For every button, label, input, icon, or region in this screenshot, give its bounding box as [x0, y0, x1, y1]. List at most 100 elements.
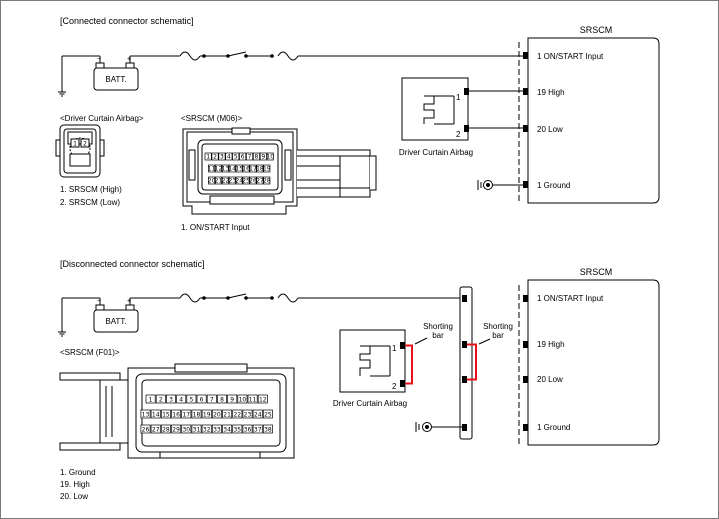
f01-cavity	[186, 394, 197, 404]
f01-pin-number: 10	[239, 396, 247, 403]
f01-pin-number: 4	[179, 396, 183, 403]
f01-cavity	[222, 424, 233, 434]
f01-pin-number: 16	[172, 411, 180, 418]
m06-pin-number: 12	[215, 165, 223, 172]
airbag-pin-1: 1	[456, 93, 461, 102]
f01-cavity	[176, 394, 187, 404]
f01-pin-number: 5	[189, 396, 193, 403]
f01-pin-number: 24	[254, 411, 262, 418]
srscm-pin-ground: 1 Ground	[537, 423, 570, 432]
shorting-bar-label-right-1: Shorting	[483, 322, 513, 331]
m06-cavity	[204, 152, 212, 161]
m06-cavity	[208, 164, 216, 173]
f01-pin-number: 19	[203, 411, 211, 418]
f01-pin-number: 14	[152, 411, 160, 418]
f01-cavity	[242, 424, 253, 434]
m06-cavity	[249, 176, 257, 185]
f01-cavity	[155, 394, 166, 404]
m06-cavity	[215, 176, 223, 185]
m06-pin-number: 20	[208, 177, 216, 184]
svg-text:1: 1	[73, 141, 77, 148]
f01-pin-number: 9	[230, 396, 234, 403]
f01-pin-number: 23	[244, 411, 252, 418]
f01-cavity	[145, 394, 156, 404]
m06-cavity	[208, 176, 216, 185]
m06-pin-number: 3	[220, 153, 224, 160]
shorting-bar-label-left-2: bar	[432, 331, 444, 340]
m06-cavity	[242, 176, 250, 185]
m06-pin-number: 19	[263, 165, 271, 172]
srscm-pin-20-low: 20 Low	[537, 125, 563, 134]
srscm-f01-title: <SRSCM (F01)>	[60, 348, 120, 357]
airbag-pin-1: 1	[392, 344, 397, 353]
shorting-bar-label-left-1: Shorting	[423, 322, 453, 331]
m06-cavity	[225, 152, 233, 161]
f01-cavity	[201, 409, 212, 419]
f01-pin-number: 33	[213, 426, 221, 433]
shorting-bar-harness: Shorting bar	[467, 322, 513, 381]
m06-cavity	[218, 152, 226, 161]
f01-pin-number: 28	[162, 426, 170, 433]
f01-pin-number: 1	[149, 396, 153, 403]
m06-pin-number: 9	[261, 153, 265, 160]
f01-cavity	[166, 394, 176, 404]
srscm-m06-pin-1: 1. ON/START Input	[181, 223, 250, 232]
f01-pin-number: 7	[210, 396, 214, 403]
f01-pin-number: 31	[193, 426, 201, 433]
f01-cavity	[232, 424, 243, 434]
ground-symbol-disconnected	[415, 422, 462, 432]
svg-text:2: 2	[83, 141, 87, 148]
m06-cavity	[232, 152, 240, 161]
srscm-f01-pin-19: 19. High	[60, 480, 90, 489]
f01-cavity	[150, 409, 161, 419]
f01-pin-number: 18	[193, 411, 201, 418]
f01-pin-number: 13	[142, 411, 150, 418]
f01-pin-number: 17	[182, 411, 190, 418]
srscm-pin-on-start: 1 ON/START Input	[537, 294, 604, 303]
svg-text:+: +	[127, 56, 131, 63]
m06-cavity	[228, 164, 236, 173]
m06-pin-number: 28	[263, 177, 271, 184]
m06-pin-number: 7	[248, 153, 252, 160]
f01-cavity	[206, 394, 217, 404]
f01-pin-number: 27	[152, 426, 160, 433]
f01-pin-number: 2	[159, 396, 163, 403]
m06-pin-number: 8	[255, 153, 259, 160]
m06-pin-number: 22	[222, 177, 230, 184]
shorting-bar-airbag: Shorting bar	[405, 322, 453, 385]
f01-pin-number: 29	[172, 426, 180, 433]
svg-text:−: −	[97, 56, 101, 63]
f01-cavity	[242, 409, 253, 419]
f01-cavity	[140, 424, 151, 434]
m06-cavity	[266, 152, 274, 161]
shorting-bar-label-right-2: bar	[492, 331, 504, 340]
f01-pin-number: 3	[169, 396, 173, 403]
f01-cavity	[171, 424, 182, 434]
f01-pin-number: 32	[203, 426, 211, 433]
srscm-pin-19-high: 19 High	[537, 340, 565, 349]
m06-cavity	[239, 152, 247, 161]
airbag-pin-2: 2	[456, 130, 461, 139]
srscm-f01-pin-1: 1. Ground	[60, 468, 96, 477]
m06-cavity	[259, 152, 267, 161]
f01-cavity	[247, 394, 258, 404]
srscm-pin-20-low: 20 Low	[537, 375, 563, 384]
power-feed-line-connected	[179, 51, 526, 61]
m06-pin-number: 1	[206, 153, 210, 160]
f01-cavity	[227, 394, 238, 404]
disconnected-section-title: [Disconnected connector schematic]	[60, 259, 205, 269]
m06-pin-number: 15	[235, 165, 243, 172]
f01-cavity	[181, 409, 192, 419]
m06-cavity	[263, 164, 271, 173]
srscm-pin-ground: 1 Ground	[537, 181, 570, 190]
m06-pin-number: 2	[213, 153, 217, 160]
srscm-title: SRSCM	[580, 25, 613, 35]
airbag-label: Driver Curtain Airbag	[333, 399, 407, 408]
m06-pin-number: 17	[249, 165, 257, 172]
battery-label: BATT.	[105, 317, 126, 326]
f01-cavity	[181, 424, 192, 434]
f01-pin-number: 20	[213, 411, 221, 418]
connected-section-title: [Connected connector schematic]	[60, 16, 194, 26]
